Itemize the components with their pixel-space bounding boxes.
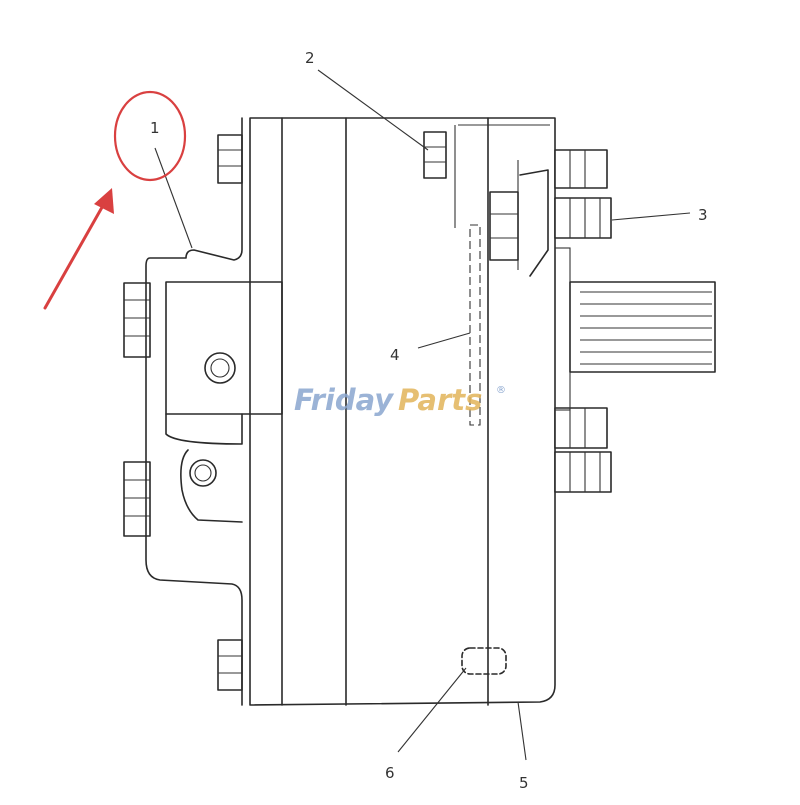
leader-3 xyxy=(611,212,691,221)
leader-5 xyxy=(517,701,527,761)
watermark-registered: ® xyxy=(496,385,506,396)
bolt-top-inner xyxy=(423,131,447,179)
leader-4 xyxy=(417,332,471,349)
callout-3: 3 xyxy=(698,206,708,224)
bolt-top-left xyxy=(217,134,243,184)
nut-assembly xyxy=(489,169,549,277)
port-hole xyxy=(204,352,236,384)
callout-6: 6 xyxy=(385,764,395,782)
splined-shaft xyxy=(554,247,716,411)
pump-housing xyxy=(249,117,556,706)
highlight-circle xyxy=(113,90,187,182)
bolt-bottom-left xyxy=(217,639,243,691)
watermark-part2: Parts xyxy=(398,383,482,417)
leader-6 xyxy=(397,667,467,753)
highlight-annotation xyxy=(43,90,187,310)
mounting-flange xyxy=(145,117,283,706)
stud-lower xyxy=(554,407,612,493)
arrowhead-icon xyxy=(94,188,114,214)
stud-upper xyxy=(554,149,612,239)
seal-strip xyxy=(469,224,481,426)
callout-2: 2 xyxy=(305,49,315,67)
leader-1 xyxy=(154,147,193,249)
highlight-arrow xyxy=(43,200,107,310)
callout-1: 1 xyxy=(150,119,160,137)
leader-2 xyxy=(317,69,429,151)
callout-5: 5 xyxy=(519,774,529,792)
watermark-part1: Friday xyxy=(294,383,394,417)
watermark: Friday Parts ® xyxy=(294,383,506,417)
callout-4: 4 xyxy=(390,346,400,364)
plug xyxy=(461,647,507,675)
